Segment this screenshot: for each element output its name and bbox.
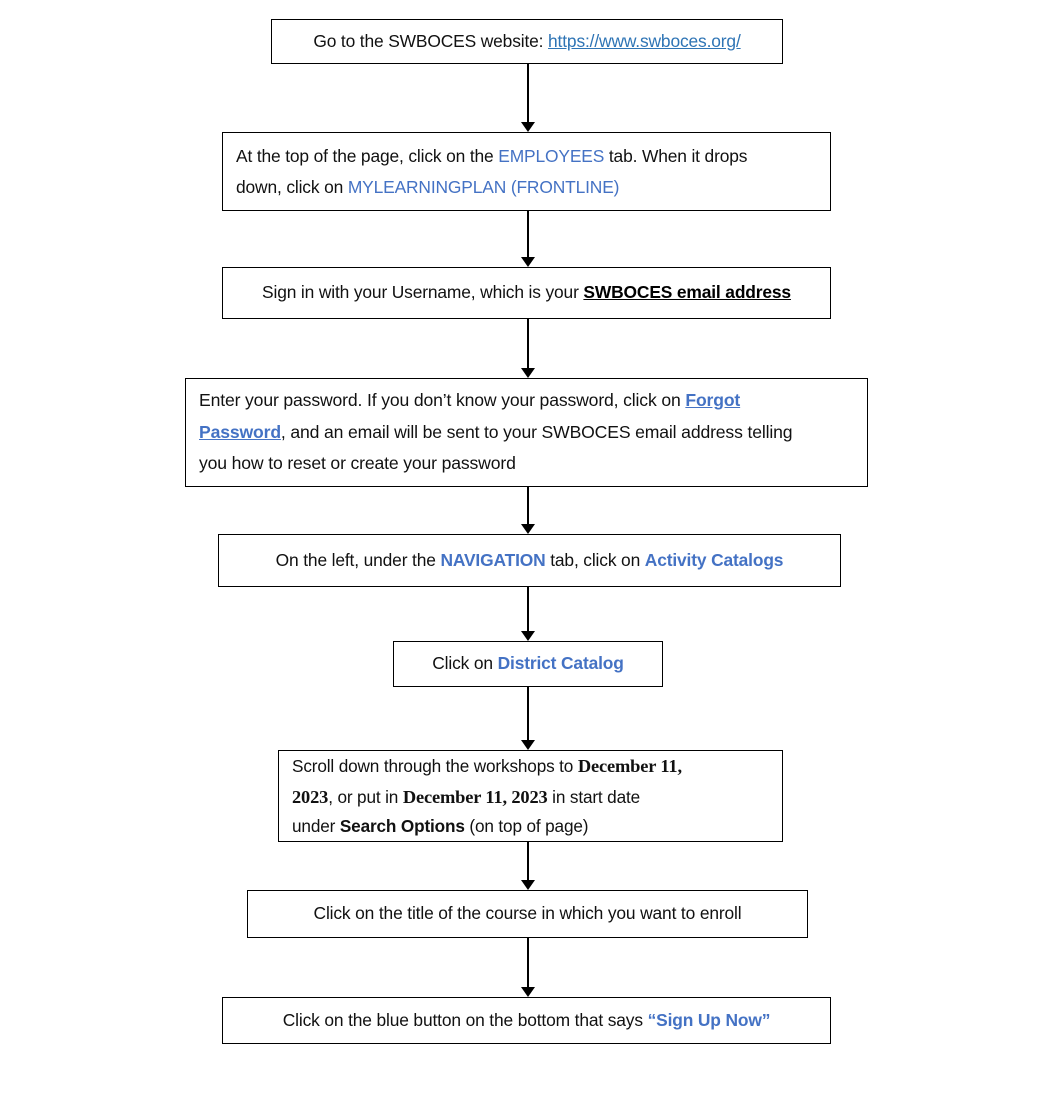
flow-text-run: EMPLOYEES: [498, 145, 605, 166]
arrow-head-icon: [521, 740, 535, 750]
flow-text-run: , and an email will be sent to your SWBO…: [280, 421, 793, 442]
flow-text-run: 2023: [292, 786, 329, 807]
flow-node-line: At the top of the page, click on the EMP…: [236, 141, 830, 172]
flow-link-text[interactable]: Password: [199, 421, 281, 442]
flow-node-line: Click on the blue button on the bottom t…: [283, 1006, 771, 1036]
arrow-stem: [527, 938, 529, 988]
flow-node-step-3: Sign in with your Username, which is you…: [222, 267, 831, 319]
flow-node-step-9: Click on the blue button on the bottom t…: [222, 997, 831, 1044]
flow-text-run: District Catalog: [497, 653, 624, 674]
arrow-head-icon: [521, 524, 535, 534]
flow-text-run: (on top of page): [464, 816, 589, 837]
arrow-head-icon: [521, 880, 535, 890]
arrow-stem: [527, 211, 529, 258]
flow-arrow-step-2-to-step-3: [521, 211, 535, 267]
flow-text-run: NAVIGATION: [440, 549, 546, 570]
flow-node-line: 2023, or put in December 11, 2023 in sta…: [292, 782, 782, 813]
arrow-stem: [527, 319, 529, 369]
flow-text-run: Enter your password. If you don’t know y…: [199, 390, 686, 411]
arrow-stem: [527, 587, 529, 632]
flow-node-step-1: Go to the SWBOCES website: https://www.s…: [271, 19, 783, 64]
flow-arrow-step-5-to-step-6: [521, 587, 535, 641]
flow-text-run: Click on: [432, 653, 498, 674]
flow-text-run: SWBOCES email address: [583, 282, 791, 303]
flow-arrow-step-7-to-step-8: [521, 842, 535, 890]
flow-arrow-step-1-to-step-2: [521, 64, 535, 132]
flow-arrow-step-8-to-step-9: [521, 938, 535, 997]
arrow-stem: [527, 487, 529, 525]
flow-node-line: Click on District Catalog: [432, 649, 624, 679]
arrow-stem: [527, 64, 529, 123]
flow-link-text[interactable]: https://www.swboces.org/: [548, 30, 741, 51]
flow-node-line: Go to the SWBOCES website: https://www.s…: [313, 27, 740, 57]
flow-text-run: in start date: [547, 786, 641, 807]
flow-text-run: At the top of the page, click on the: [236, 145, 499, 166]
flow-text-run: under: [292, 816, 340, 837]
flow-node-line: Scroll down through the workshops to Dec…: [292, 751, 782, 782]
flow-text-run: down, click on: [236, 176, 348, 197]
flow-node-line: Password, and an email will be sent to y…: [199, 417, 867, 449]
flow-node-step-4: Enter your password. If you don’t know y…: [185, 378, 868, 487]
flow-text-run: December 11,: [577, 755, 682, 776]
flow-text-run: December 11, 2023: [402, 786, 548, 807]
flow-node-step-8: Click on the title of the course in whic…: [247, 890, 808, 938]
flow-text-run: Activity Catalogs: [644, 549, 784, 570]
flow-arrow-step-4-to-step-5: [521, 487, 535, 534]
flow-text-run: Search Options: [339, 816, 465, 837]
flow-arrow-step-6-to-step-7: [521, 687, 535, 750]
flow-node-step-5: On the left, under the NAVIGATION tab, c…: [218, 534, 841, 587]
flow-node-step-6: Click on District Catalog: [393, 641, 663, 687]
flow-text-run: “Sign Up Now”: [647, 1009, 771, 1030]
flow-link-text[interactable]: Forgot: [685, 390, 741, 411]
flow-node-line: On the left, under the NAVIGATION tab, c…: [276, 546, 784, 576]
flow-node-step-2: At the top of the page, click on the EMP…: [222, 132, 831, 211]
arrow-head-icon: [521, 122, 535, 132]
flow-text-run: Go to the SWBOCES website:: [313, 30, 549, 51]
flow-arrow-step-3-to-step-4: [521, 319, 535, 378]
flow-node-line: down, click on MYLEARNINGPLAN (FRONTLINE…: [236, 172, 830, 203]
flow-text-run: Click on the blue button on the bottom t…: [282, 1009, 648, 1030]
flow-text-run: tab. When it drops: [604, 145, 748, 166]
arrow-head-icon: [521, 987, 535, 997]
flow-node-line: under Search Options (on top of page): [292, 812, 782, 841]
flow-text-run: Click on the title of the course in whic…: [313, 903, 742, 924]
arrow-stem: [527, 687, 529, 741]
flow-text-run: Scroll down through the workshops to: [292, 755, 578, 776]
flow-node-line: Enter your password. If you don’t know y…: [199, 385, 867, 417]
flow-node-line: Sign in with your Username, which is you…: [262, 278, 791, 308]
arrow-stem: [527, 842, 529, 881]
flow-node-line: you how to reset or create your password: [199, 448, 867, 480]
arrow-head-icon: [521, 368, 535, 378]
flow-node-line: Click on the title of the course in whic…: [314, 899, 742, 929]
flow-text-run: , or put in: [328, 786, 403, 807]
flow-text-run: tab, click on: [545, 549, 645, 570]
flow-node-step-7: Scroll down through the workshops to Dec…: [278, 750, 783, 842]
flow-text-run: you how to reset or create your password: [199, 453, 516, 474]
arrow-head-icon: [521, 257, 535, 267]
arrow-head-icon: [521, 631, 535, 641]
flow-text-run: Sign in with your Username, which is you…: [262, 282, 584, 303]
flow-text-run: On the left, under the: [275, 549, 441, 570]
flow-text-run: MYLEARNINGPLAN (FRONTLINE): [347, 176, 620, 197]
